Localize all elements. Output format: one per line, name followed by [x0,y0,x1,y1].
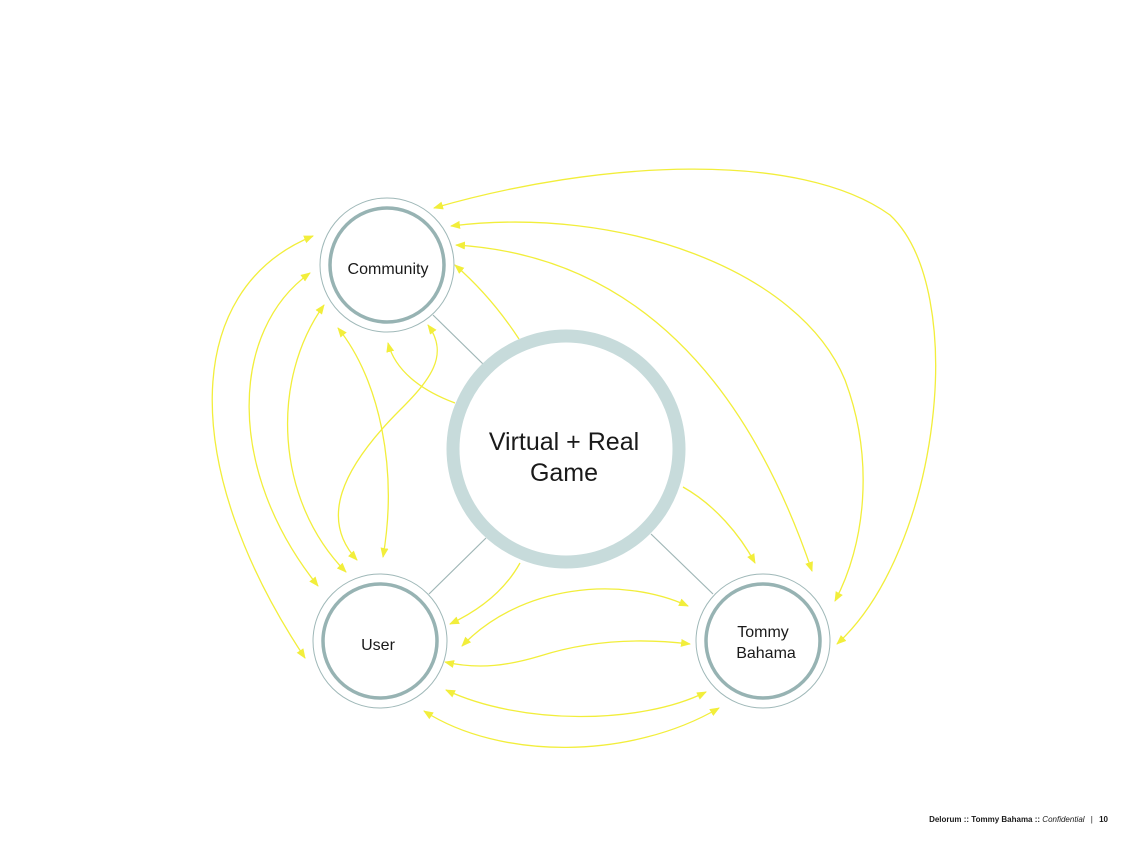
arrow-center-tommy [682,486,756,564]
arrow-center-community [454,264,520,340]
tommy-bahama-node-label-line1: Tommy [737,624,789,641]
arrow-tommy-community-outer [433,168,937,645]
center-node-label-line2: Game [530,459,598,487]
arrow-community-user-left-2 [248,272,319,587]
tommy-bahama-node-inner-ring [704,582,822,700]
connector-center-community [432,314,484,365]
community-node-label: Community [348,261,429,278]
footer-separator: | [1090,815,1093,824]
connector-center-tommy [650,533,714,595]
arrow-community-user-left-1 [286,304,347,573]
arrow-user-tommy-bottom [423,707,720,749]
footer-page-number: 10 [1099,815,1108,824]
community-node: Community [319,197,455,333]
arrow-user-tommy-middle [444,638,691,668]
footer-confidential: Confidential [1042,815,1085,824]
footer: Delorum :: Tommy Bahama :: Confidential … [929,815,1108,824]
user-node-label: User [361,637,395,654]
arrow-user-tommy-lower [445,689,707,718]
tommy-bahama-node-label-line2: Bahama [736,645,796,662]
arrow-community-user-left-3 [211,235,314,659]
arrow-tommy-community-mid [450,220,864,602]
user-node: User [312,573,448,709]
relationship-arrows [211,168,937,749]
arrow-user-tommy-top [461,588,689,647]
arrow-community-user-inner [337,327,389,558]
center-node-label-line1: Virtual + Real [489,428,639,456]
footer-brand: Delorum :: Tommy Bahama :: [929,815,1041,824]
community-node-inner-ring [328,206,446,324]
arrow-tommy-community-inner [455,241,813,572]
arrow-center-user [449,562,521,625]
arrow-community-user-scurve [337,324,438,561]
user-node-inner-ring [321,582,439,700]
arrow-center-community-lower [386,342,456,404]
connector-center-user [428,537,487,595]
center-node-ring [446,329,686,569]
tommy-bahama-node: Tommy Bahama [695,573,831,709]
center-node: Virtual + Real Game [446,329,686,569]
